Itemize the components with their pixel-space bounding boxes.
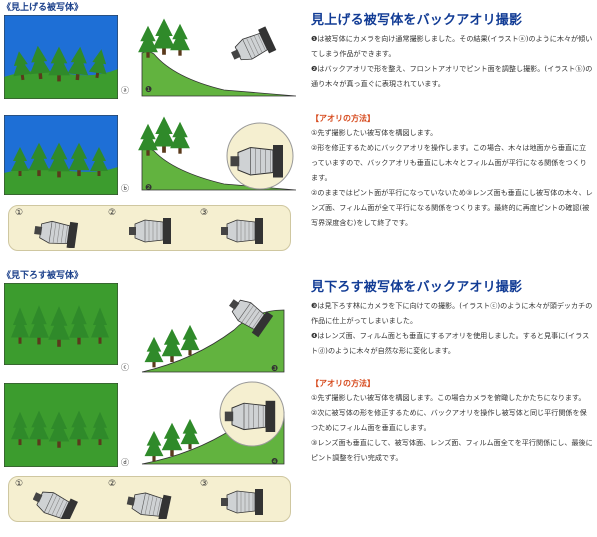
intro-look-down: ❸は見下ろす林にカメラを下に向けての撮影。(イラストⓒ)のように木々が頭デッカチ… — [311, 298, 593, 358]
label-2: ❷ — [145, 183, 153, 192]
label-a: ⓐ — [121, 86, 129, 95]
label-d: ⓓ — [121, 458, 129, 467]
heading-look-up: 見上げる被写体をバックアオリ撮影 — [311, 13, 523, 28]
step-1-top: ① — [15, 208, 24, 218]
camera-step-3-top — [220, 217, 264, 245]
steps-strip-top: ① ② ③ — [8, 205, 291, 251]
intro-look-down-2: ❹はレンズ面、フィルム面とも垂直にするアオリを使用しました。すると見事に(イラス… — [311, 331, 590, 355]
section-label-look-up: 《見上げる被写体》 — [2, 3, 84, 13]
illustration-scene-4 — [134, 378, 296, 470]
method-look-up-1: ①先ず撮影したい被写体を構図します。 — [311, 128, 438, 137]
step-3-bottom: ③ — [200, 479, 209, 489]
illustration-c — [4, 283, 118, 365]
illustration-scene-1 — [134, 8, 296, 100]
camera-step-1-top — [33, 216, 79, 248]
method-look-up: ①先ず撮影したい被写体を構図します。 ②形を修正するためにバックアオリを操作しま… — [311, 125, 593, 230]
intro-look-down-1: ❸は見下ろす林にカメラを下に向けての撮影。(イラストⓒ)のように木々が頭デッカチ… — [311, 301, 593, 325]
method-look-down-2: ②次に被写体の形を修正するために、バックアオリを操作し被写体と同じ平行関係を保つ… — [311, 408, 587, 432]
label-c: ⓒ — [121, 363, 129, 372]
step-2-bottom: ② — [108, 479, 117, 489]
camera-step-2-top — [128, 217, 172, 245]
method-look-down-1: ①先ず撮影したい被写体を構図します。この場合カメラを俯瞰したかたちになります。 — [311, 393, 586, 402]
step-1-bottom: ① — [15, 479, 24, 489]
section-label-look-down: 《見下ろす被写体》 — [2, 271, 84, 281]
method-title-look-up: 【アオリの方法】 — [311, 114, 375, 123]
intro-look-up-2: ❷はバックアオリで形を整え、フロントアオリでピント面を調整し撮影。(イラストⓑ)… — [311, 64, 593, 88]
steps-strip-bottom: ① ② ③ — [8, 476, 291, 522]
method-look-up-2: ②形を修正するためにバックアオリを操作します。この場合、木々は地面から垂直に立っ… — [311, 143, 587, 182]
intro-look-up: ❶は被写体にカメラを向け通常撮影しました。その結果(イラストⓐ)のように木々が傾… — [311, 31, 593, 91]
label-3: ❸ — [271, 364, 279, 373]
step-2-top: ② — [108, 208, 117, 218]
method-look-up-3: ②のままではピント面が平行になっていないため③レンズ面も垂直にし被写体の木々、レ… — [311, 188, 593, 227]
method-look-down-3: ③レンズ面も垂直にして、被写体面、レンズ面、フィルム面全てを平行関係にし、最後に… — [311, 438, 593, 462]
illustration-scene-3 — [134, 270, 296, 378]
label-4: ❹ — [271, 457, 279, 466]
camera-step-2-bottom — [125, 487, 172, 519]
method-title-look-down: 【アオリの方法】 — [311, 379, 375, 388]
method-look-down: ①先ず撮影したい被写体を構図します。この場合カメラを俯瞰したかたちになります。 … — [311, 390, 593, 465]
illustration-a — [4, 15, 118, 99]
label-b: ⓑ — [121, 184, 129, 193]
illustration-b — [4, 115, 118, 195]
camera-step-1-bottom — [33, 483, 79, 519]
intro-look-up-1: ❶は被写体にカメラを向け通常撮影しました。その結果(イラストⓐ)のように木々が傾… — [311, 34, 593, 58]
label-1: ❶ — [145, 85, 153, 94]
step-3-top: ③ — [200, 208, 209, 218]
illustration-d — [4, 383, 118, 467]
heading-look-down: 見下ろす被写体をバックアオリ撮影 — [311, 280, 523, 295]
camera-step-3-bottom — [220, 488, 264, 516]
illustration-scene-2 — [134, 110, 296, 198]
